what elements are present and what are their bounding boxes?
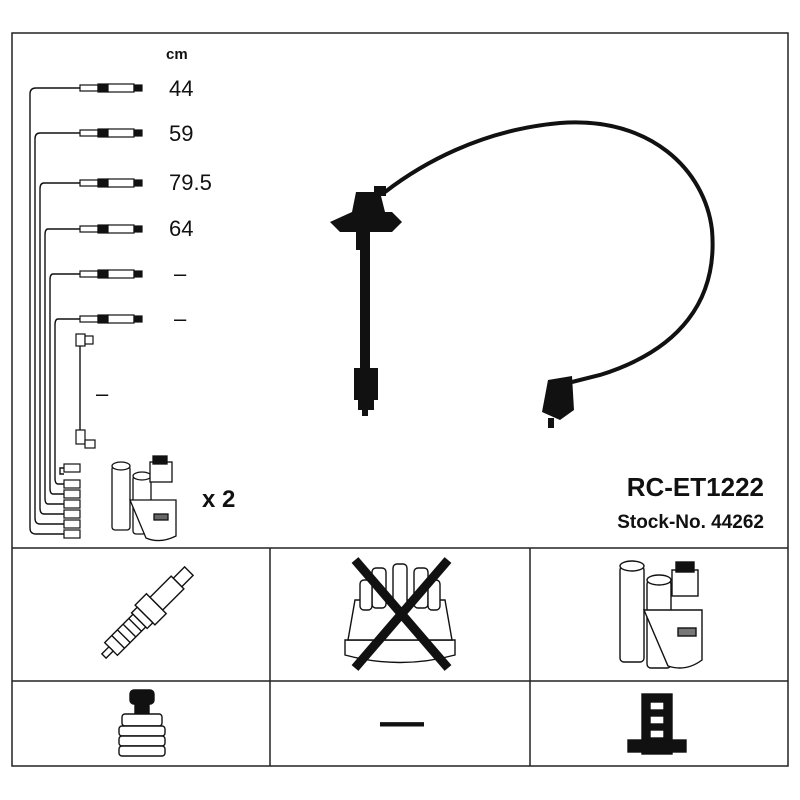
unit-label: cm xyxy=(166,46,188,63)
lead-connector xyxy=(79,178,143,188)
excluded-cross-icon xyxy=(351,557,452,671)
cable-set-schematic xyxy=(29,87,81,535)
coil-connector-icon xyxy=(627,693,687,755)
jumper-connector-bottom xyxy=(75,429,96,449)
frame xyxy=(11,32,789,767)
jumper-connector-top xyxy=(75,333,94,347)
cable-length-7: – xyxy=(96,381,109,406)
product-code: RC-ET1222 xyxy=(626,472,764,502)
spark-plug-icon xyxy=(100,565,195,660)
lead-connector xyxy=(79,128,143,138)
plug-boot-icon xyxy=(118,689,166,757)
cable-length-3: 79.5 xyxy=(169,170,212,195)
lead-connector xyxy=(79,83,143,93)
lead-connectors xyxy=(63,83,143,539)
lead-connector xyxy=(79,224,143,234)
lead-connector xyxy=(79,314,143,324)
coil-multiplier: x 2 xyxy=(202,486,236,513)
coil-small-icon xyxy=(111,455,177,542)
cable-length-4: 64 xyxy=(169,216,194,241)
ignition-coil-icon xyxy=(619,560,703,669)
cable-length-5: – xyxy=(174,261,187,286)
ignition-lead-icon xyxy=(330,120,715,428)
lead-connector xyxy=(79,269,143,279)
middle-value-dash: — xyxy=(380,697,424,746)
bundle-terminals xyxy=(63,463,81,539)
cable-length-1: 44 xyxy=(169,76,194,101)
distributor-cap-icon xyxy=(344,557,456,671)
stock-number: Stock-No. 44262 xyxy=(617,512,764,533)
cable-length-6: – xyxy=(174,306,187,331)
cable-length-2: 59 xyxy=(169,121,194,146)
